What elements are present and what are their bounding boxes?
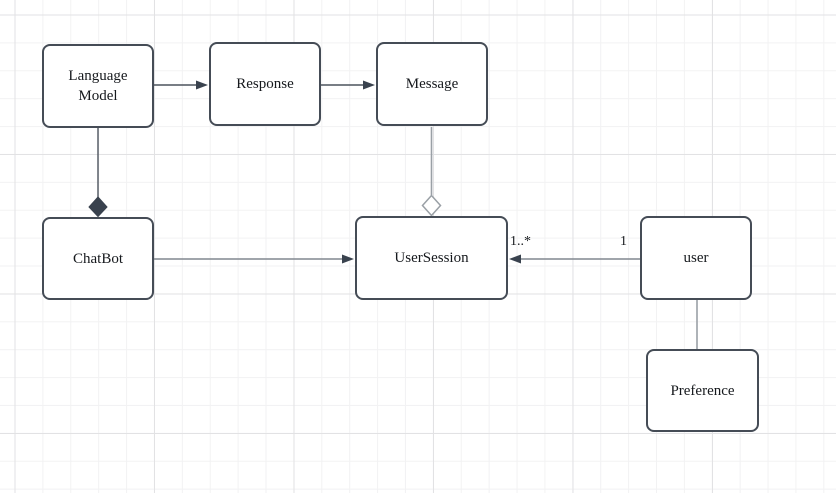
edge-language-model-response[interactable]: [154, 80, 208, 90]
multiplicity-label-source: 1: [620, 234, 627, 249]
edge-message-user-session[interactable]: [421, 127, 442, 217]
node-preference[interactable]: Preference: [646, 349, 759, 432]
node-label: UserSession: [394, 250, 469, 266]
node-user-session[interactable]: UserSession: [355, 216, 508, 300]
node-label: Language Model: [68, 68, 128, 104]
node-label: Preference: [670, 382, 735, 399]
aggregation-diamond-icon: [421, 194, 442, 217]
node-response[interactable]: Response: [209, 42, 321, 126]
edge-chatbot-user-session[interactable]: [154, 254, 354, 264]
node-chatbot[interactable]: ChatBot: [42, 217, 154, 300]
composition-diamond-icon: [88, 196, 108, 218]
arrowhead-icon: [196, 80, 208, 90]
node-language-model[interactable]: Language Model: [42, 44, 154, 128]
multiplicity-label-target: 1..*: [510, 234, 531, 249]
arrowhead-icon: [509, 254, 521, 264]
node-user[interactable]: user: [640, 216, 752, 300]
node-label: Response: [236, 76, 294, 92]
node-message[interactable]: Message: [376, 42, 488, 126]
arrowhead-icon: [363, 80, 375, 90]
node-label: user: [683, 250, 709, 266]
edge-user-user-session[interactable]: [509, 254, 640, 264]
node-label: Message: [405, 76, 459, 92]
arrowhead-icon: [342, 254, 354, 264]
edge-language-model-chatbot[interactable]: [88, 128, 108, 218]
node-label: ChatBot: [72, 250, 123, 267]
edge-response-message[interactable]: [321, 80, 375, 90]
